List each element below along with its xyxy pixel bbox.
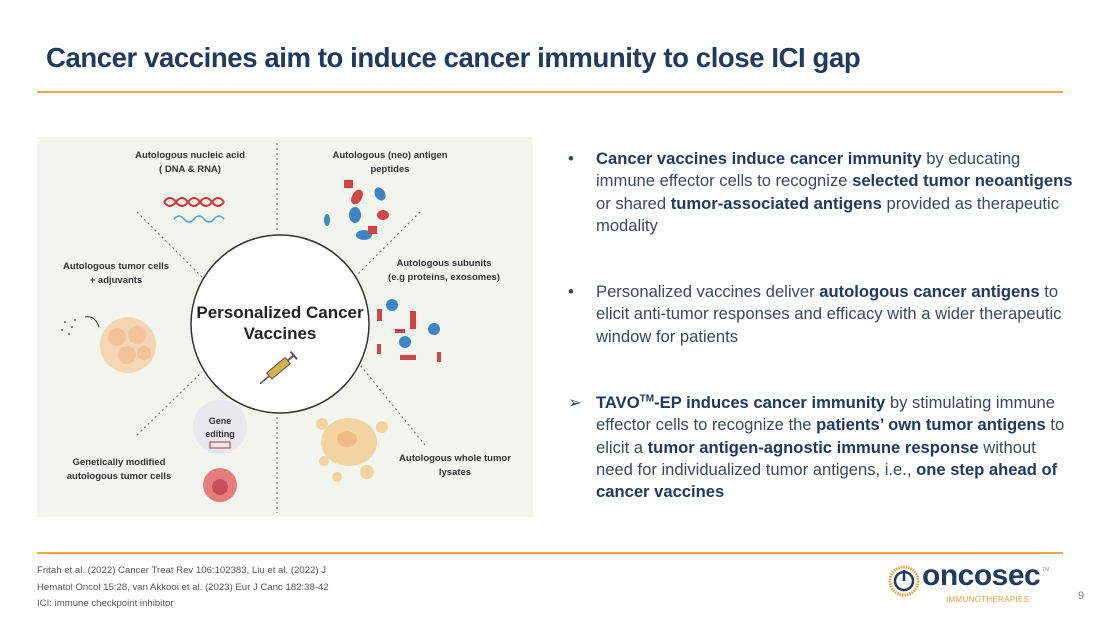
label-subunits: Autologous subunits	[397, 258, 492, 269]
bullet-emphasis: Cancer vaccines induce cancer immunity	[596, 149, 922, 168]
bullet-emphasis: TAVO	[596, 393, 640, 413]
logo-name: oncosec	[922, 559, 1041, 592]
bullet-marker-icon: ➢	[568, 393, 582, 413]
references: Fritah et al. (2022) Cancer Treat Rev 10…	[37, 563, 329, 613]
bullet-item: ➢ TAVOTM-EP induces cancer immunity by st…	[568, 392, 1073, 503]
slide-title: Cancer vaccines aim to induce cancer imm…	[46, 42, 861, 73]
logo-subtitle: IMMUNOTHERAPIES	[946, 595, 1030, 604]
label-modified-cells: Genetically modified	[73, 457, 166, 468]
bullet-text: Personalized vaccines deliver	[596, 282, 820, 302]
bullet-text: without need for individualized tumor an…	[596, 437, 1036, 479]
bullet-marker-icon: •	[568, 149, 574, 168]
label-subunits: (e.g proteins, exosomes)	[388, 272, 500, 283]
gene-editing-icon: Gene editing	[193, 400, 247, 502]
label-peptides: Autologous (neo) antigen	[332, 150, 447, 161]
center-title: Vaccines	[244, 324, 317, 343]
oncosec-logo: oncosec TM IMMUNOTHERAPIES	[888, 559, 1058, 607]
syringe-icon	[259, 350, 298, 385]
bullet-text: provided as therapeutic modality	[596, 193, 1060, 235]
bullet-emphasis: patients’ own tumor antigens	[816, 415, 1046, 435]
title-divider	[37, 91, 1063, 93]
label-peptides: peptides	[370, 164, 409, 175]
center-title: Personalized Cancer	[196, 303, 364, 322]
reference-line: Fritah et al. (2022) Cancer Treat Rev 10…	[37, 565, 327, 576]
bullet-marker-icon: •	[568, 282, 574, 302]
bullet-emphasis: selected tumor neoantigens	[852, 171, 1073, 191]
subunits-icon	[377, 299, 441, 362]
page-number: 9	[1078, 590, 1085, 602]
gene-editing-label: editing	[205, 429, 235, 439]
bullet-text: to elicit anti-tumor responses and effic…	[596, 282, 1062, 346]
label-lysates: lysates	[439, 467, 471, 478]
personalized-vaccines-figure: Personalized Cancer Vaccines Autologous …	[37, 137, 533, 517]
bullet-text: to elicit a	[596, 415, 1065, 457]
center-circle	[190, 234, 370, 414]
dna-icon	[163, 197, 225, 223]
abbreviation-note: ICI: immune checkpoint inhibitor	[37, 598, 174, 609]
bullet-item: • Personalized vaccines deliver autologou…	[568, 281, 1073, 348]
gene-editing-label: Gene	[209, 416, 232, 426]
bullet-text: by educating immune effector cells to re…	[596, 149, 1021, 191]
footer-divider	[37, 552, 1063, 554]
bullet-list: •Cancer vaccines induce cancer immunity …	[568, 148, 1073, 504]
label-nucleic-acid: Autologous nucleic acid	[135, 150, 245, 161]
bullet-emphasis: one step ahead of cancer vaccines	[596, 459, 1058, 502]
bullet-emphasis: autologous cancer antigens	[819, 282, 1040, 302]
label-tumor-cells: + adjuvants	[90, 275, 143, 286]
bullet-text: or shared	[596, 193, 671, 213]
bullet-emphasis: TM	[639, 393, 655, 405]
label-tumor-cells: Autologous tumor cells	[63, 261, 169, 272]
trademark: TM	[1042, 567, 1050, 573]
bullet-text: by stimulating immune effector cells to …	[596, 393, 1055, 435]
tumor-cells-icon	[61, 316, 156, 373]
label-lysates: Autologous whole tumor	[399, 453, 511, 464]
bullet-item: •Cancer vaccines induce cancer immunity …	[568, 148, 1073, 237]
tumor-lysate-icon	[316, 418, 388, 482]
bullet-emphasis: -EP induces cancer immunity	[654, 393, 886, 413]
peptides-icon	[324, 180, 389, 240]
dashed-dividers	[136, 143, 426, 513]
bullet-emphasis: tumor antigen-agnostic immune response	[647, 437, 979, 457]
label-modified-cells: autologous tumor cells	[67, 471, 172, 482]
logo-mark-icon	[888, 565, 920, 597]
label-nucleic-acid: ( DNA & RNA)	[159, 164, 221, 175]
bullet-emphasis: tumor-associated antigens	[670, 193, 882, 213]
reference-line: Hematol Oncol 15:28, van Akkooi et al. (…	[37, 581, 329, 593]
